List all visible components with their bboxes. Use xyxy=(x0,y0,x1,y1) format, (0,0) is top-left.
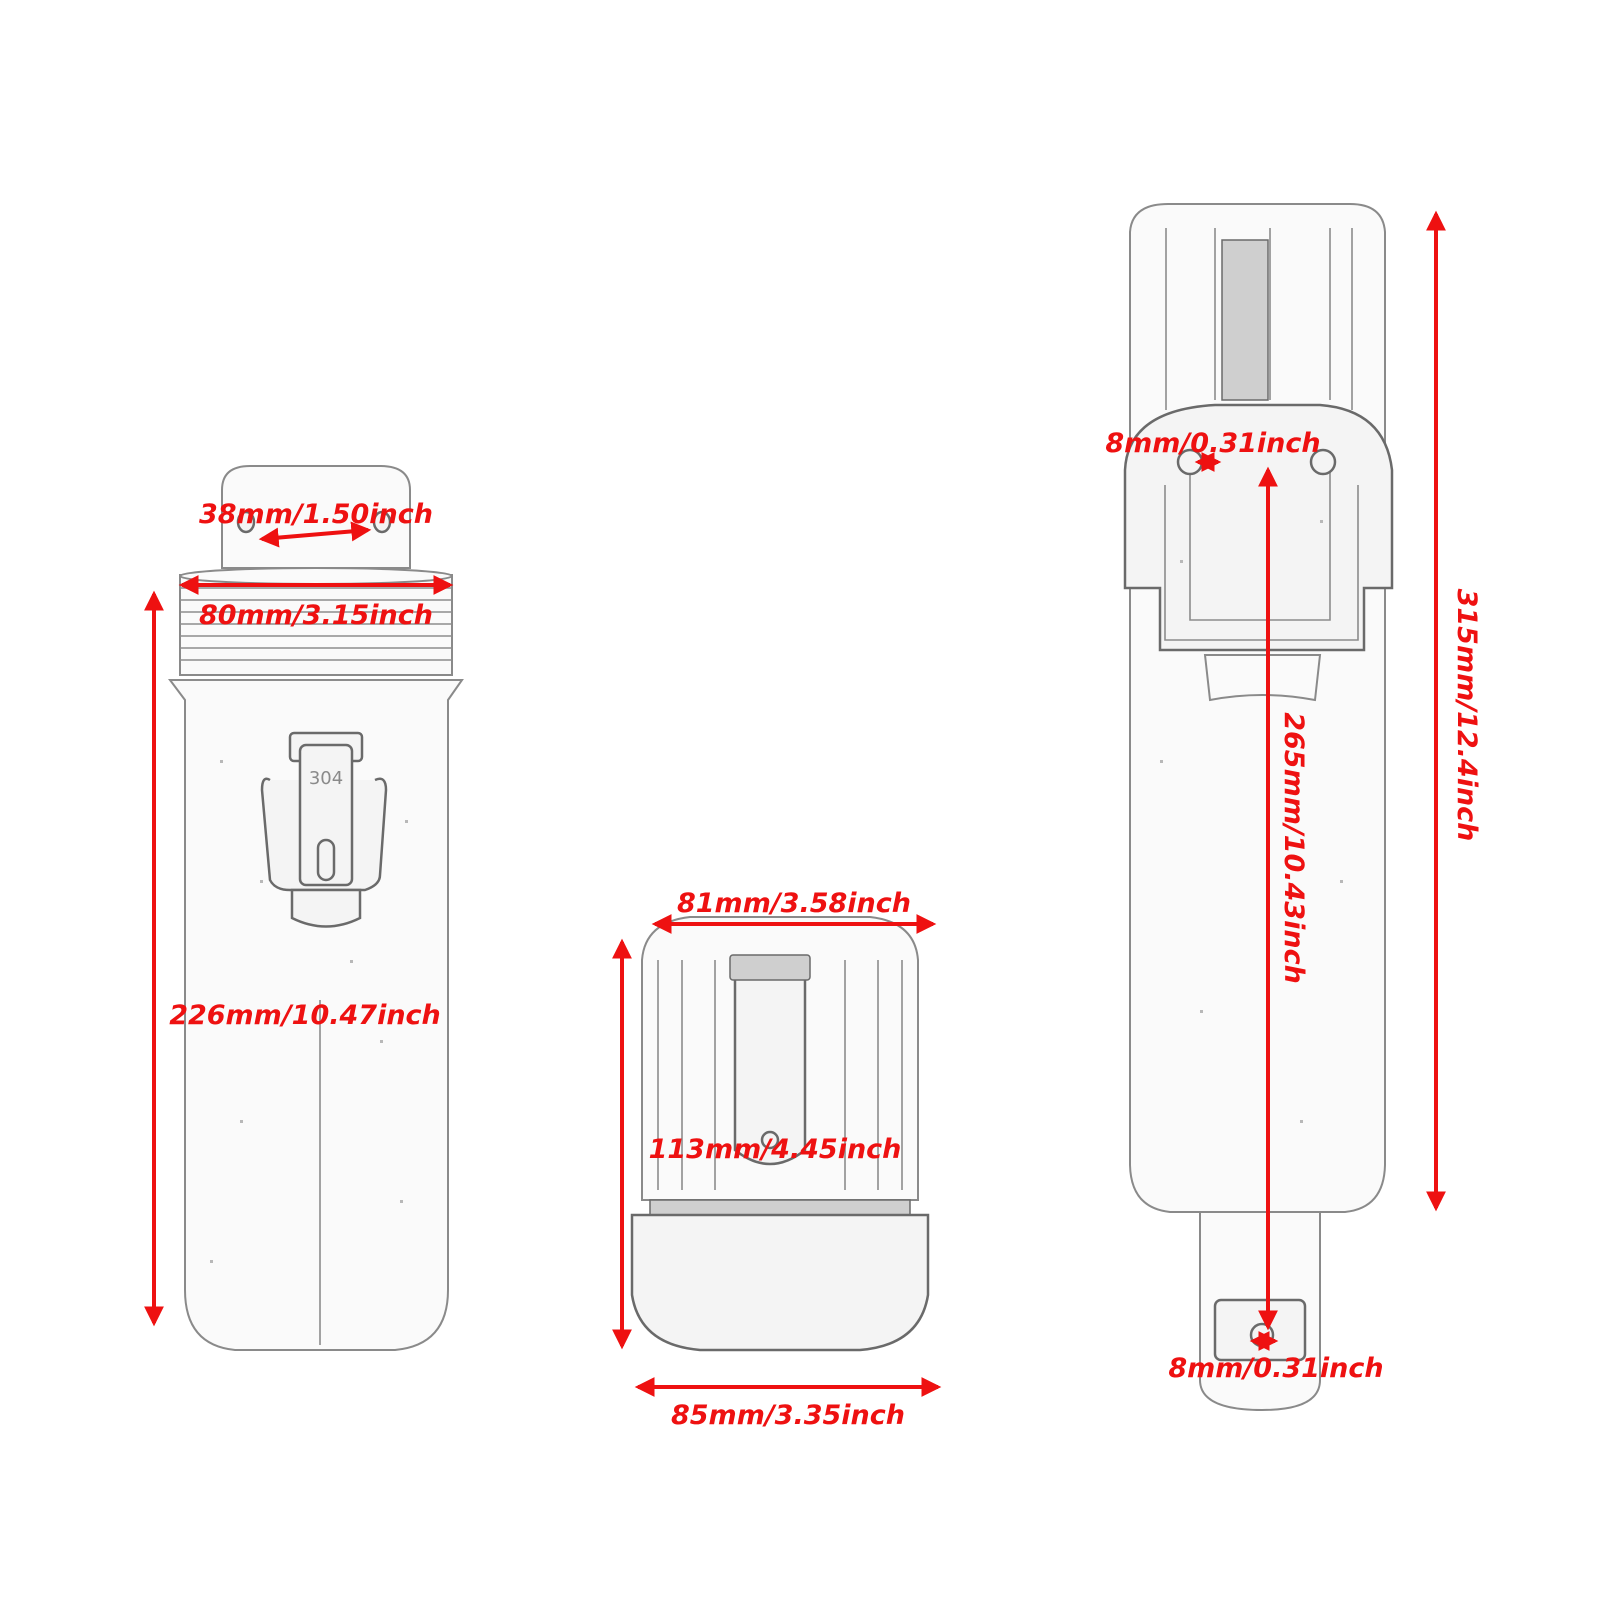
latch-marking: 304 xyxy=(309,768,343,789)
bottom-hole-label: 8mm/0.31inch xyxy=(1168,1353,1383,1384)
hole-distance-label: 265mm/10.43inch xyxy=(1278,712,1309,984)
tube-hole-spacing-arrow xyxy=(258,521,372,548)
cap-bottom-width-label: 85mm/3.35inch xyxy=(671,1400,905,1431)
tube-latch: 304 xyxy=(260,731,388,928)
cap-drawing xyxy=(630,916,930,1352)
cap-height-label: 113mm/4.45inch xyxy=(649,1134,902,1165)
dimension-arrows xyxy=(144,210,1446,1397)
tube-drawing: 304 xyxy=(168,465,464,1351)
tube-diameter-label: 80mm/3.15inch xyxy=(199,600,433,631)
tube-hole-spacing-label: 38mm/1.50inch xyxy=(199,499,433,530)
total-height-label: 315mm/12.4inch xyxy=(1451,589,1482,842)
dimension-labels: 38mm/1.50inch 80mm/3.15inch 226mm/10.47i… xyxy=(169,428,1482,1431)
cap-top-width-label: 81mm/3.58inch xyxy=(677,888,911,919)
top-hole-label: 8mm/0.31inch xyxy=(1105,428,1320,459)
tube-height-label: 226mm/10.47inch xyxy=(169,1000,441,1031)
mounted-tube-drawing xyxy=(1123,203,1394,1412)
